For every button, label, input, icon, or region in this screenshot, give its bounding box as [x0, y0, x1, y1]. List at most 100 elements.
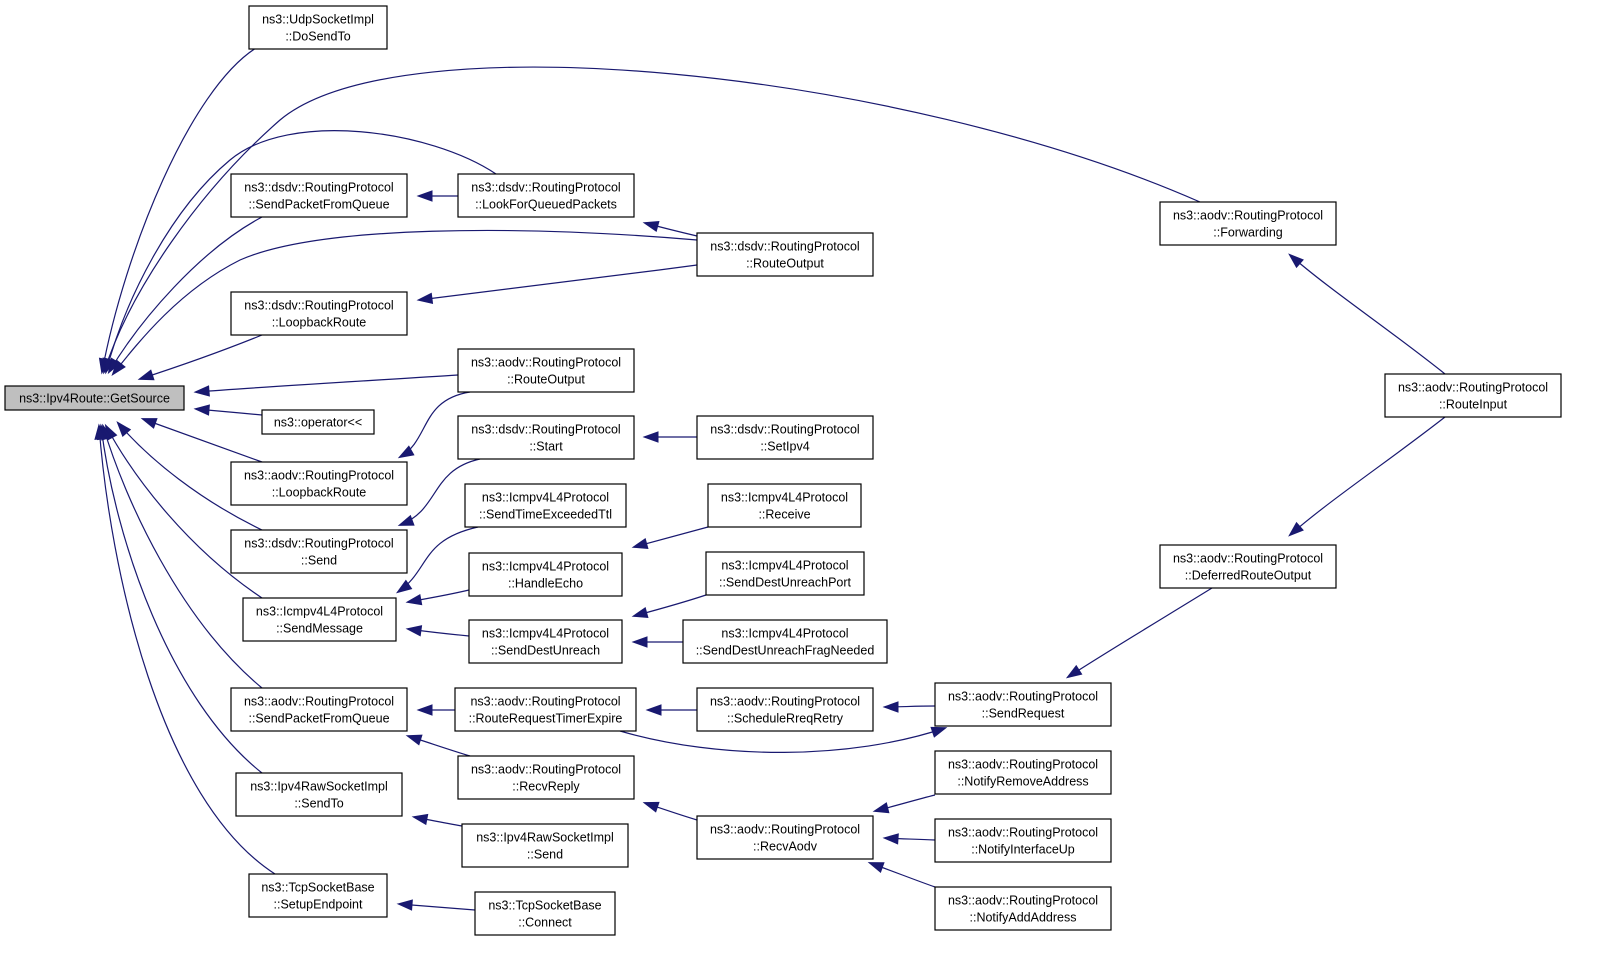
node-label-line: ns3::aodv::RoutingProtocol: [948, 826, 1098, 840]
edge-arrowhead: [411, 813, 429, 826]
node-label-line: ns3::Ipv4Route::GetSource: [19, 392, 170, 406]
edge-aodv_rrte-to-aodv_spfq: [416, 704, 455, 716]
edge-aodv_lbr-to-root: [140, 418, 263, 463]
edge-arrowhead: [193, 385, 210, 397]
edges-layer: [94, 47, 1446, 911]
node-label-line: ::SendPacketFromQueue: [248, 198, 389, 212]
node-aodv-naa[interactable]: ns3::aodv::RoutingProtocol::NotifyAddAdd…: [934, 886, 1112, 931]
node-box: [474, 891, 616, 936]
node-label-line: ns3::Icmpv4L4Protocol: [256, 605, 383, 619]
edge-arrowhead: [642, 220, 660, 232]
edge-icmp_sdufn-to-icmp_sdu: [631, 636, 683, 648]
node-icmp-sm[interactable]: ns3::Icmpv4L4Protocol::SendMessage: [242, 597, 397, 642]
edge-line: [619, 727, 946, 753]
node-label-line: ns3::Icmpv4L4Protocol: [482, 627, 609, 641]
edge-arrowhead: [405, 625, 423, 637]
edge-arrowhead: [140, 418, 158, 429]
node-box: [457, 415, 635, 460]
node-aodv-rrep[interactable]: ns3::aodv::RoutingProtocol::RecvReply: [457, 755, 635, 800]
edge-dsdv_ro-to-dsdv_lfqp: [642, 220, 698, 237]
node-label-line: ns3::UdpSocketImpl: [262, 13, 374, 27]
edge-dsdv_lfqp-to-dsdv_spfq: [416, 190, 458, 202]
node-aodv-fwd[interactable]: ns3::aodv::RoutingProtocol::Forwarding: [1159, 201, 1337, 246]
node-dsdv-start[interactable]: ns3::dsdv::RoutingProtocol::Start: [457, 415, 635, 460]
node-raw-sendto[interactable]: ns3::Ipv4RawSocketImpl::SendTo: [235, 772, 403, 817]
node-dsdv-setipv4[interactable]: ns3::dsdv::RoutingProtocol::SetIpv4: [696, 415, 874, 460]
edge-aodv_recv-to-aodv_rrep: [642, 801, 698, 821]
edge-dsdv_ro-to-dsdv_lbr: [416, 264, 698, 305]
edge-line: [105, 130, 497, 373]
edge-aodv_ro-to-aodv_lbr: [397, 391, 471, 459]
edge-aodv_rrte-to-aodv_sreq: [619, 726, 948, 753]
edge-line: [102, 425, 263, 689]
node-label-line: ::SendMessage: [276, 622, 363, 636]
edge-arrowhead: [1065, 664, 1083, 679]
node-dsdv-ro[interactable]: ns3::dsdv::RoutingProtocol::RouteOutput: [696, 232, 874, 277]
node-op[interactable]: ns3::operator<<: [261, 409, 375, 435]
edge-line: [117, 422, 263, 531]
edge-aodv_rrep-to-aodv_spfq: [405, 734, 471, 757]
node-icmp-sdufn[interactable]: ns3::Icmpv4L4Protocol::SendDestUnreachFr…: [682, 619, 888, 664]
node-icmp-recv[interactable]: ns3::Icmpv4L4Protocol::Receive: [707, 483, 862, 528]
node-aodv-srr[interactable]: ns3::aodv::RoutingProtocol::ScheduleRreq…: [696, 687, 874, 732]
node-icmp-sdu[interactable]: ns3::Icmpv4L4Protocol::SendDestUnreach: [468, 619, 623, 664]
node-label-line: ns3::dsdv::RoutingProtocol: [471, 423, 620, 437]
node-aodv-ro[interactable]: ns3::aodv::RoutingProtocol::RouteOutput: [457, 348, 635, 393]
node-root[interactable]: ns3::Ipv4Route::GetSource: [4, 385, 185, 411]
node-box: [1159, 201, 1337, 246]
node-label-line: ns3::aodv::RoutingProtocol: [948, 690, 1098, 704]
node-aodv-ri[interactable]: ns3::aodv::RoutingProtocol::RouteInput: [1384, 373, 1562, 418]
edge-arrowhead: [1288, 253, 1304, 269]
node-label-line: ns3::aodv::RoutingProtocol: [471, 763, 621, 777]
node-label-line: ns3::dsdv::RoutingProtocol: [471, 181, 620, 195]
node-aodv-dro[interactable]: ns3::aodv::RoutingProtocol::DeferredRout…: [1159, 544, 1337, 589]
node-label-line: ::SendDestUnreach: [491, 644, 600, 658]
node-aodv-niu[interactable]: ns3::aodv::RoutingProtocol::NotifyInterf…: [934, 818, 1112, 863]
edge-dsdv_ro-to-root: [111, 229, 698, 376]
node-udp[interactable]: ns3::UdpSocketImpl::DoSendTo: [248, 5, 388, 50]
node-label-line: ::Forwarding: [1213, 226, 1283, 240]
edge-aodv_sreq-to-aodv_srr: [882, 701, 936, 713]
node-box: [242, 597, 397, 642]
edge-aodv_ro-to-root: [193, 374, 459, 397]
edge-arrowhead: [882, 701, 899, 713]
node-box: [696, 687, 874, 732]
edge-aodv_ri-to-aodv_fwd: [1288, 253, 1446, 375]
node-label-line: ns3::Icmpv4L4Protocol: [721, 491, 848, 505]
edge-raw_send-to-raw_sendto: [411, 813, 463, 827]
node-aodv-nra[interactable]: ns3::aodv::RoutingProtocol::NotifyRemove…: [934, 750, 1112, 795]
node-label-line: ns3::Icmpv4L4Protocol: [721, 627, 848, 641]
node-icmp-he[interactable]: ns3::Icmpv4L4Protocol::HandleEcho: [468, 552, 623, 597]
edge-arrowhead: [872, 802, 890, 814]
node-label-line: ::ScheduleRreqRetry: [727, 712, 844, 726]
edge-arrowhead: [930, 726, 948, 738]
node-label-line: ns3::aodv::RoutingProtocol: [710, 695, 860, 709]
node-icmp-sdup[interactable]: ns3::Icmpv4L4Protocol::SendDestUnreachPo…: [705, 551, 865, 596]
node-dsdv-lbr[interactable]: ns3::dsdv::RoutingProtocol::LoopbackRout…: [230, 291, 408, 336]
node-dsdv-spfq[interactable]: ns3::dsdv::RoutingProtocol::SendPacketFr…: [230, 173, 408, 218]
node-aodv-sreq[interactable]: ns3::aodv::RoutingProtocol::SendRequest: [934, 682, 1112, 727]
node-tcp-conn[interactable]: ns3::TcpSocketBase::Connect: [474, 891, 616, 936]
edge-icmp_sdu-to-icmp_sm: [405, 625, 470, 637]
node-tcp-se[interactable]: ns3::TcpSocketBase::SetupEndpoint: [248, 873, 388, 918]
node-aodv-spfq[interactable]: ns3::aodv::RoutingProtocol::SendPacketFr…: [230, 687, 408, 732]
edge-icmp_sdup-to-icmp_sdu: [631, 594, 707, 619]
edge-aodv_ri-to-aodv_dro: [1288, 416, 1446, 537]
node-icmp-stet[interactable]: ns3::Icmpv4L4Protocol::SendTimeExceededT…: [464, 483, 627, 528]
node-box: [696, 232, 874, 277]
edge-arrowhead: [137, 369, 155, 381]
node-aodv-lbr[interactable]: ns3::aodv::RoutingProtocol::LoopbackRout…: [230, 461, 408, 506]
edge-line: [112, 229, 698, 375]
node-label-line: ::LoopbackRoute: [272, 486, 367, 500]
node-aodv-recv[interactable]: ns3::aodv::RoutingProtocol::RecvAodv: [696, 815, 874, 860]
node-dsdv-lfqp[interactable]: ns3::dsdv::RoutingProtocol::LookForQueue…: [457, 173, 635, 218]
node-raw-send[interactable]: ns3::Ipv4RawSocketImpl::Send: [461, 823, 629, 868]
node-box: [4, 385, 185, 411]
edge-arrowhead: [111, 359, 126, 376]
node-aodv-rrte[interactable]: ns3::aodv::RoutingProtocol::RouteRequest…: [454, 687, 637, 732]
node-label-line: ::HandleEcho: [508, 577, 583, 591]
node-label-line: ns3::TcpSocketBase: [261, 881, 374, 895]
node-dsdv-send[interactable]: ns3::dsdv::RoutingProtocol::Send: [230, 529, 408, 574]
edge-aodv_niu-to-aodv_recv: [882, 833, 936, 845]
node-label-line: ::NotifyRemoveAddress: [957, 775, 1088, 789]
